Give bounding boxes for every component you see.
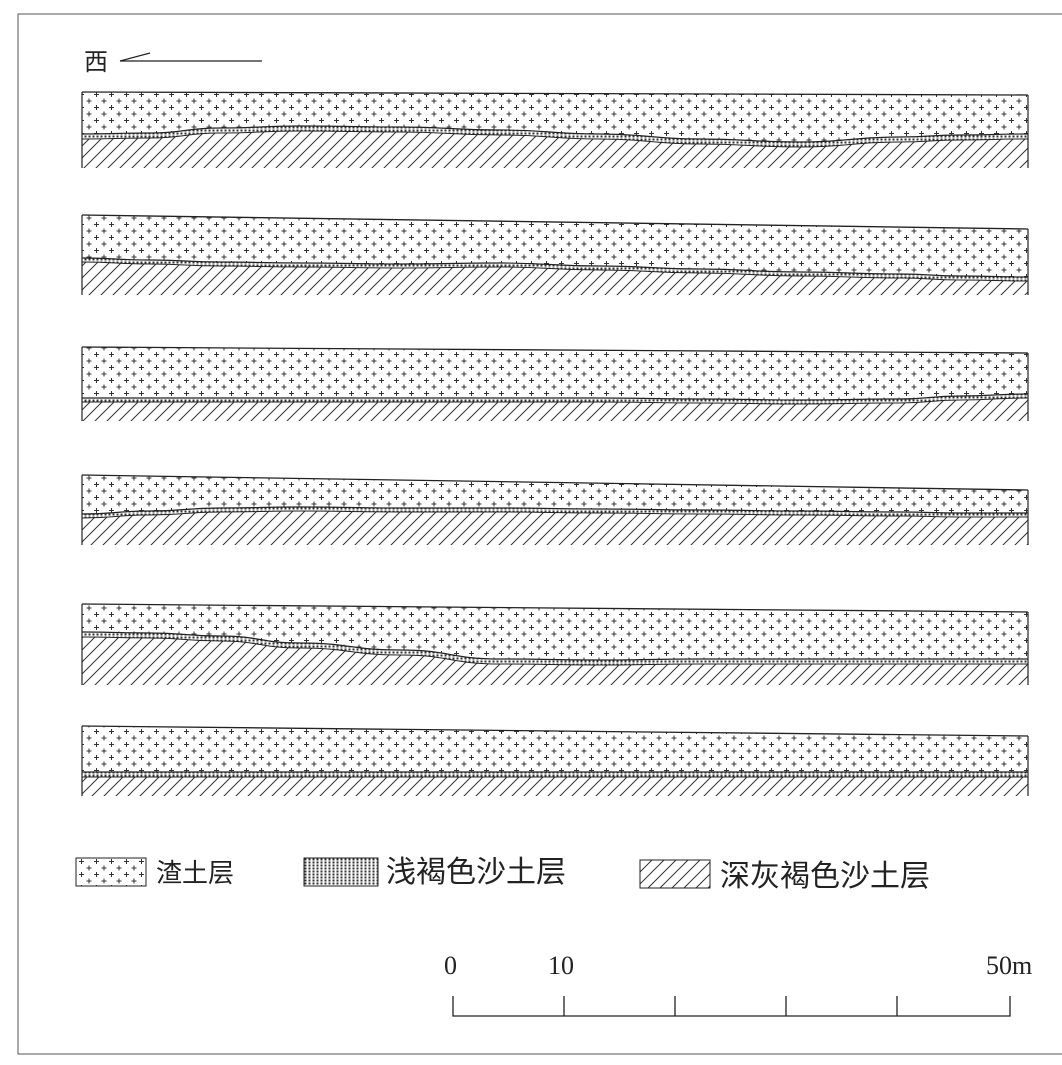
layer-boundary-line xyxy=(81,636,1028,666)
section-3 xyxy=(81,346,1029,421)
layer-boundary-line xyxy=(81,261,1029,282)
fill-layer xyxy=(82,92,1028,142)
section-2 xyxy=(81,214,1029,295)
light-sand-layer xyxy=(82,126,1028,147)
ground-surface-line xyxy=(81,603,1029,613)
legend: 渣土层 浅褐色沙土层 深灰褐色沙土层 xyxy=(75,855,930,894)
scale-bar-line xyxy=(452,996,1011,1017)
light-sand-layer xyxy=(82,772,1028,777)
layer-boundary-line xyxy=(82,397,1029,405)
fill-layer xyxy=(82,475,1028,514)
legend-item-dark: 深灰褐色沙土层 xyxy=(639,859,930,894)
dark-sand-layer xyxy=(82,398,1028,421)
layer-boundary-line xyxy=(82,393,1029,401)
ground-surface-line xyxy=(81,474,1029,491)
dark-sand-layer xyxy=(82,262,1028,295)
scale-label-50m: 50m xyxy=(986,951,1032,980)
dark-sand-layer xyxy=(82,511,1028,545)
section-6 xyxy=(81,725,1029,796)
dark-sand-layer xyxy=(82,777,1028,796)
legend-label-fill: 渣土层 xyxy=(156,859,234,889)
fill-layer xyxy=(82,215,1028,277)
layer-boundary-line xyxy=(81,125,1029,143)
plus-pattern-swatch xyxy=(75,857,147,887)
legend-label-dark: 深灰褐色沙土层 xyxy=(720,859,930,894)
scale-label-10: 10 xyxy=(548,951,574,980)
dotted-band-swatch xyxy=(303,857,379,887)
section-1 xyxy=(81,91,1029,168)
section-5 xyxy=(81,603,1029,685)
layer-boundary-line xyxy=(81,130,1029,148)
layer-boundary-line xyxy=(81,257,1029,278)
ground-surface-line xyxy=(81,346,1029,354)
fill-layer xyxy=(82,726,1028,772)
ground-surface-line xyxy=(81,214,1029,230)
fill-layer xyxy=(82,604,1028,660)
layer-boundary-line xyxy=(81,510,1028,519)
scale-bar: 0 10 50m xyxy=(444,951,1032,1017)
light-sand-layer xyxy=(82,632,1028,665)
dark-sand-layer xyxy=(82,131,1028,168)
dark-sand-layer xyxy=(82,637,1028,685)
fill-layer xyxy=(82,347,1028,400)
light-sand-layer xyxy=(82,258,1028,281)
legend-item-light: 浅褐色沙土层 xyxy=(303,855,566,890)
layer-boundary-line xyxy=(81,506,1028,515)
scale-label-0: 0 xyxy=(444,951,457,980)
direction-indicator: 西 xyxy=(84,48,262,76)
diagonal-hatch-swatch xyxy=(639,859,711,889)
section-profiles xyxy=(81,91,1029,796)
section-4 xyxy=(81,474,1029,545)
figure-frame xyxy=(17,13,1062,1055)
direction-label: 西 xyxy=(84,48,108,76)
legend-item-fill: 渣土层 xyxy=(75,857,234,889)
layer-boundary-line xyxy=(81,631,1028,661)
ground-surface-line xyxy=(81,725,1029,737)
ground-surface-line xyxy=(81,91,1029,96)
arrow-left-icon xyxy=(119,52,262,62)
legend-label-light: 浅褐色沙土层 xyxy=(386,855,566,890)
